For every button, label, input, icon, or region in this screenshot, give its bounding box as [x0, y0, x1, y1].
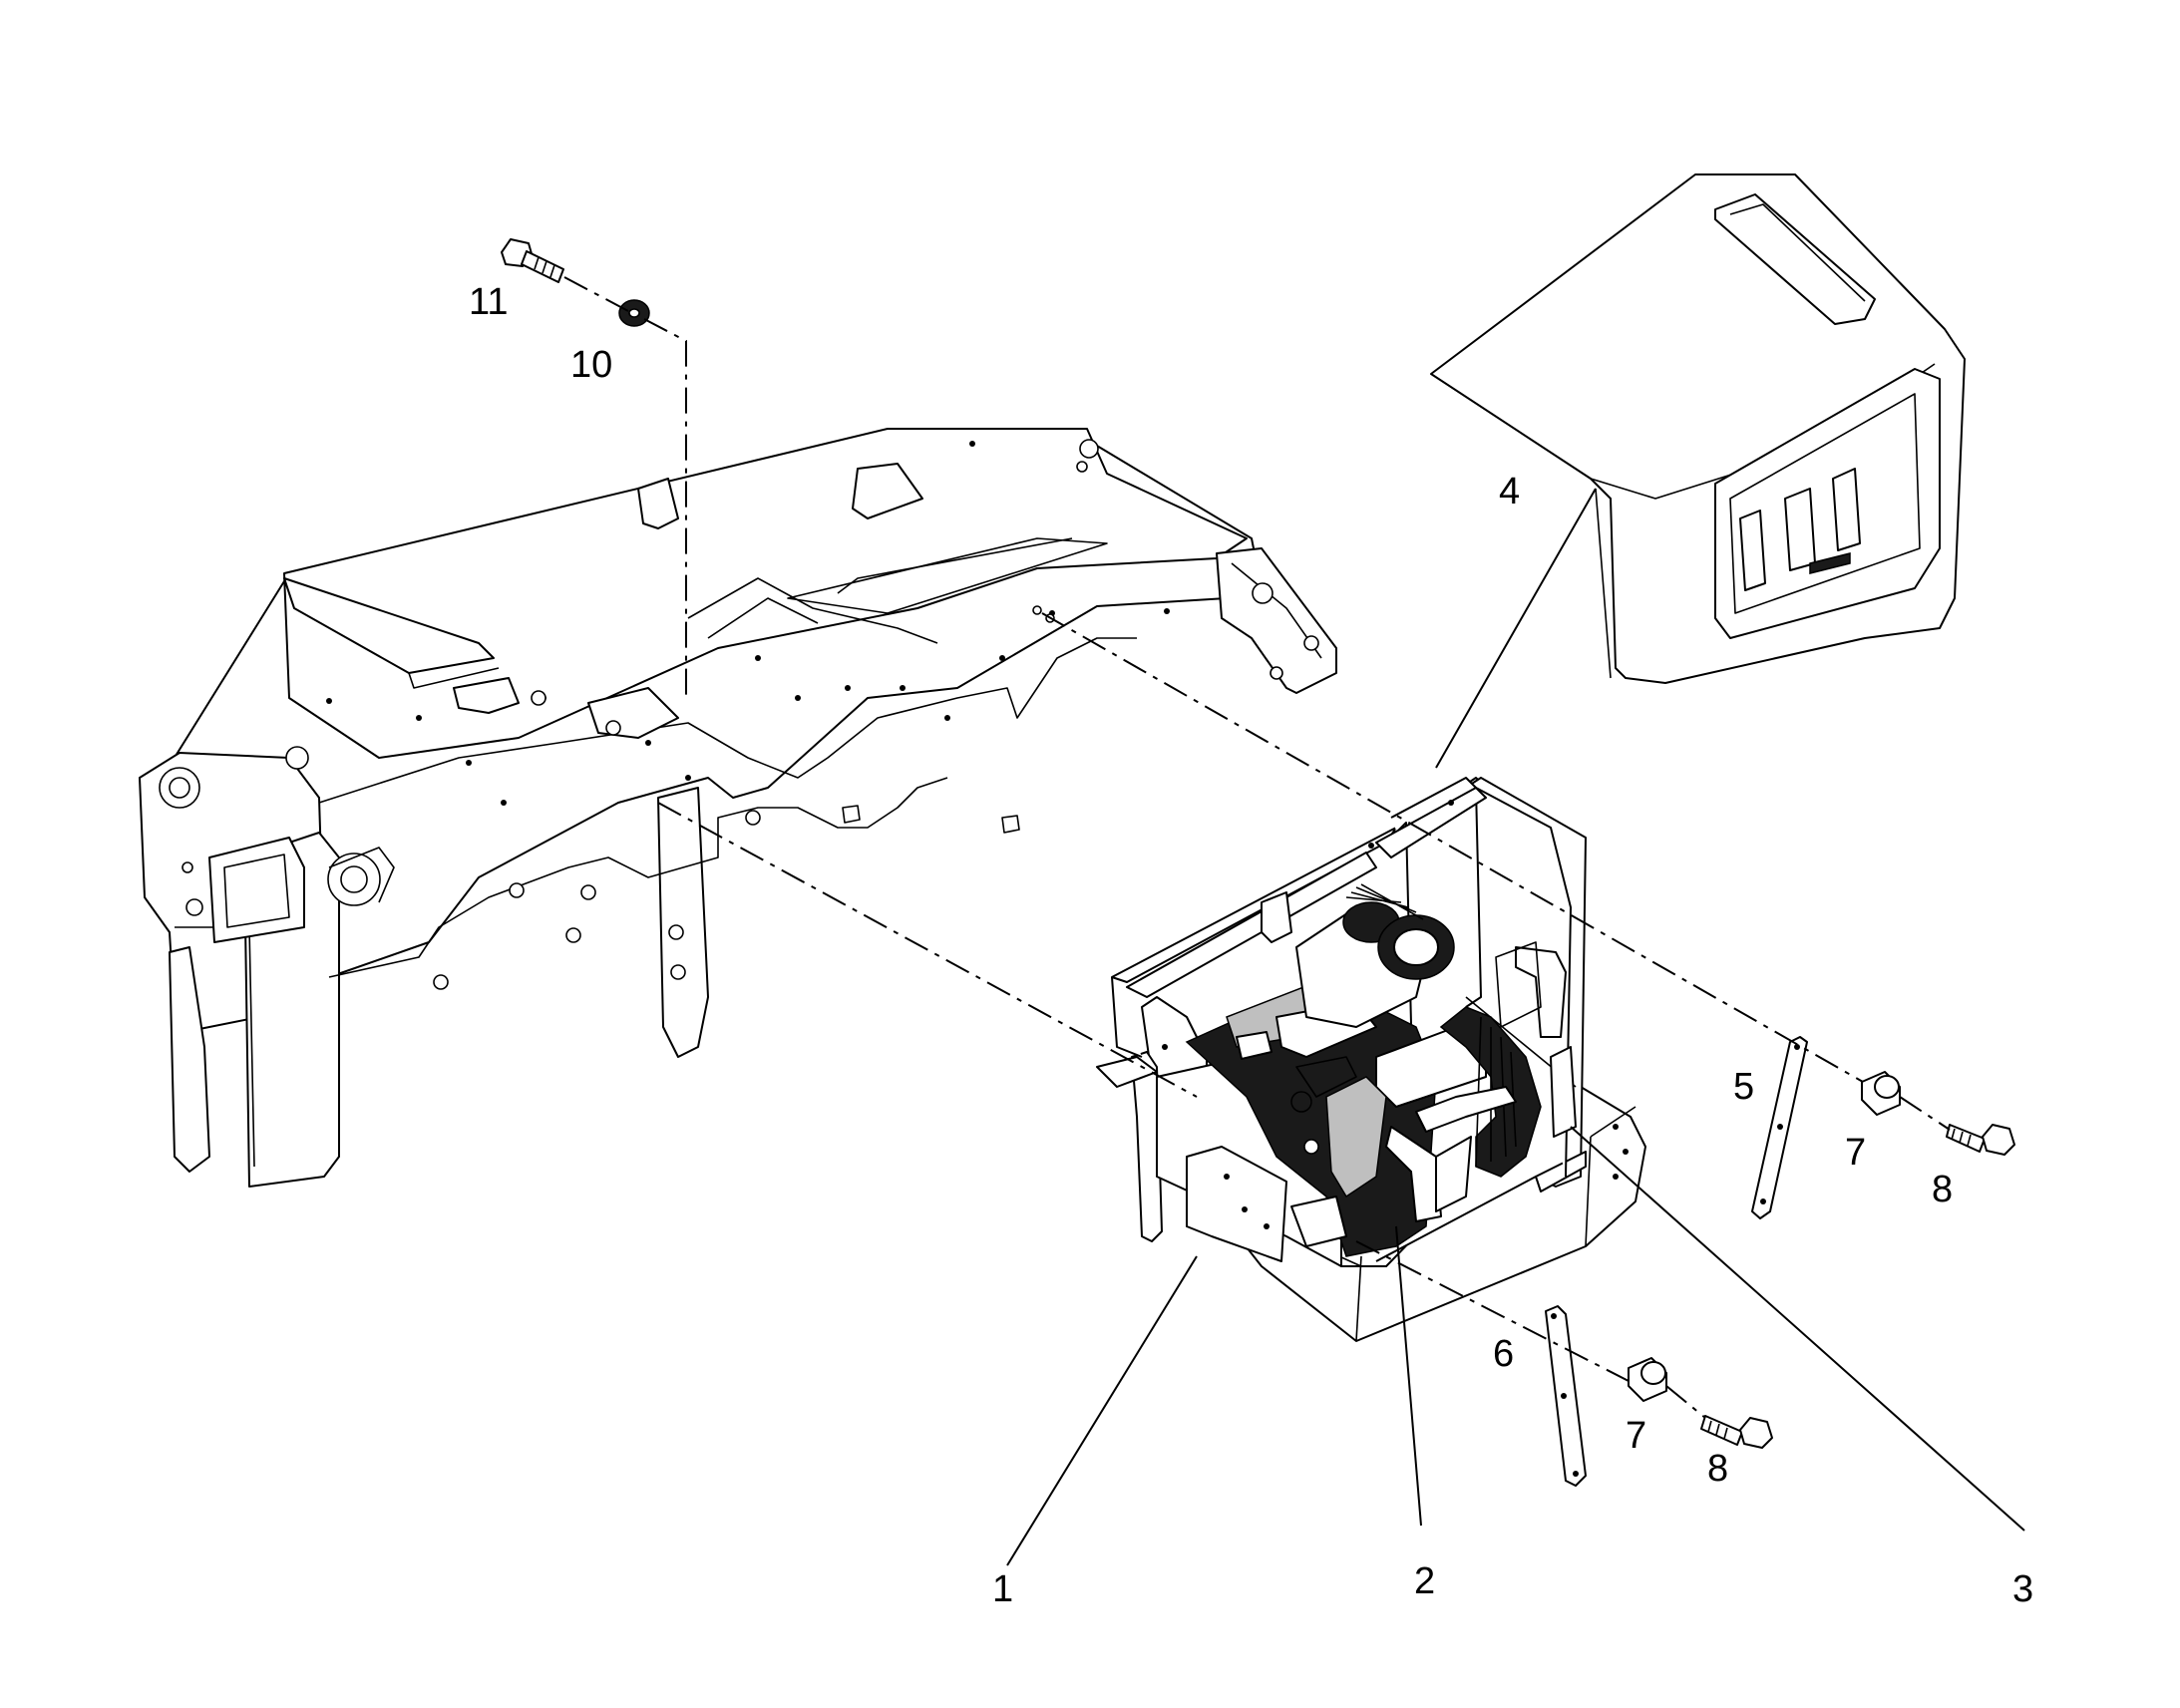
engine-module — [1096, 777, 1646, 1342]
engine-cover-4 — [1430, 173, 1966, 684]
bolt-8-upper — [1946, 1124, 2015, 1156]
bolt-11 — [501, 238, 564, 283]
callout-8-upper: 8 — [1932, 1169, 1953, 1210]
callout-7-upper: 7 — [1845, 1132, 1866, 1174]
washer-10 — [618, 299, 650, 327]
callout-8-lower: 8 — [1707, 1448, 1728, 1490]
callout-1: 1 — [992, 1568, 1013, 1610]
callout-10: 10 — [570, 344, 612, 386]
callout-4: 4 — [1499, 471, 1520, 512]
callout-2: 2 — [1414, 1560, 1435, 1602]
leader-lines — [1006, 488, 2025, 1566]
strap-6 — [1545, 1305, 1587, 1487]
callout-5: 5 — [1733, 1066, 1754, 1108]
chassis-frame — [139, 428, 1337, 1188]
bolt-8-lower — [1700, 1415, 1773, 1449]
bushing-7-upper — [1861, 1071, 1901, 1116]
callout-labels: 1 2 3 4 5 6 7 7 8 8 10 11 — [469, 281, 2033, 1610]
callout-3: 3 — [2012, 1568, 2033, 1610]
assembly-centerlines — [563, 276, 1951, 1419]
callout-6: 6 — [1493, 1333, 1514, 1375]
callout-7-lower: 7 — [1626, 1415, 1646, 1457]
callout-11: 11 — [469, 281, 508, 323]
strap-5 — [1751, 1036, 1808, 1219]
bushing-7-lower — [1628, 1357, 1667, 1402]
